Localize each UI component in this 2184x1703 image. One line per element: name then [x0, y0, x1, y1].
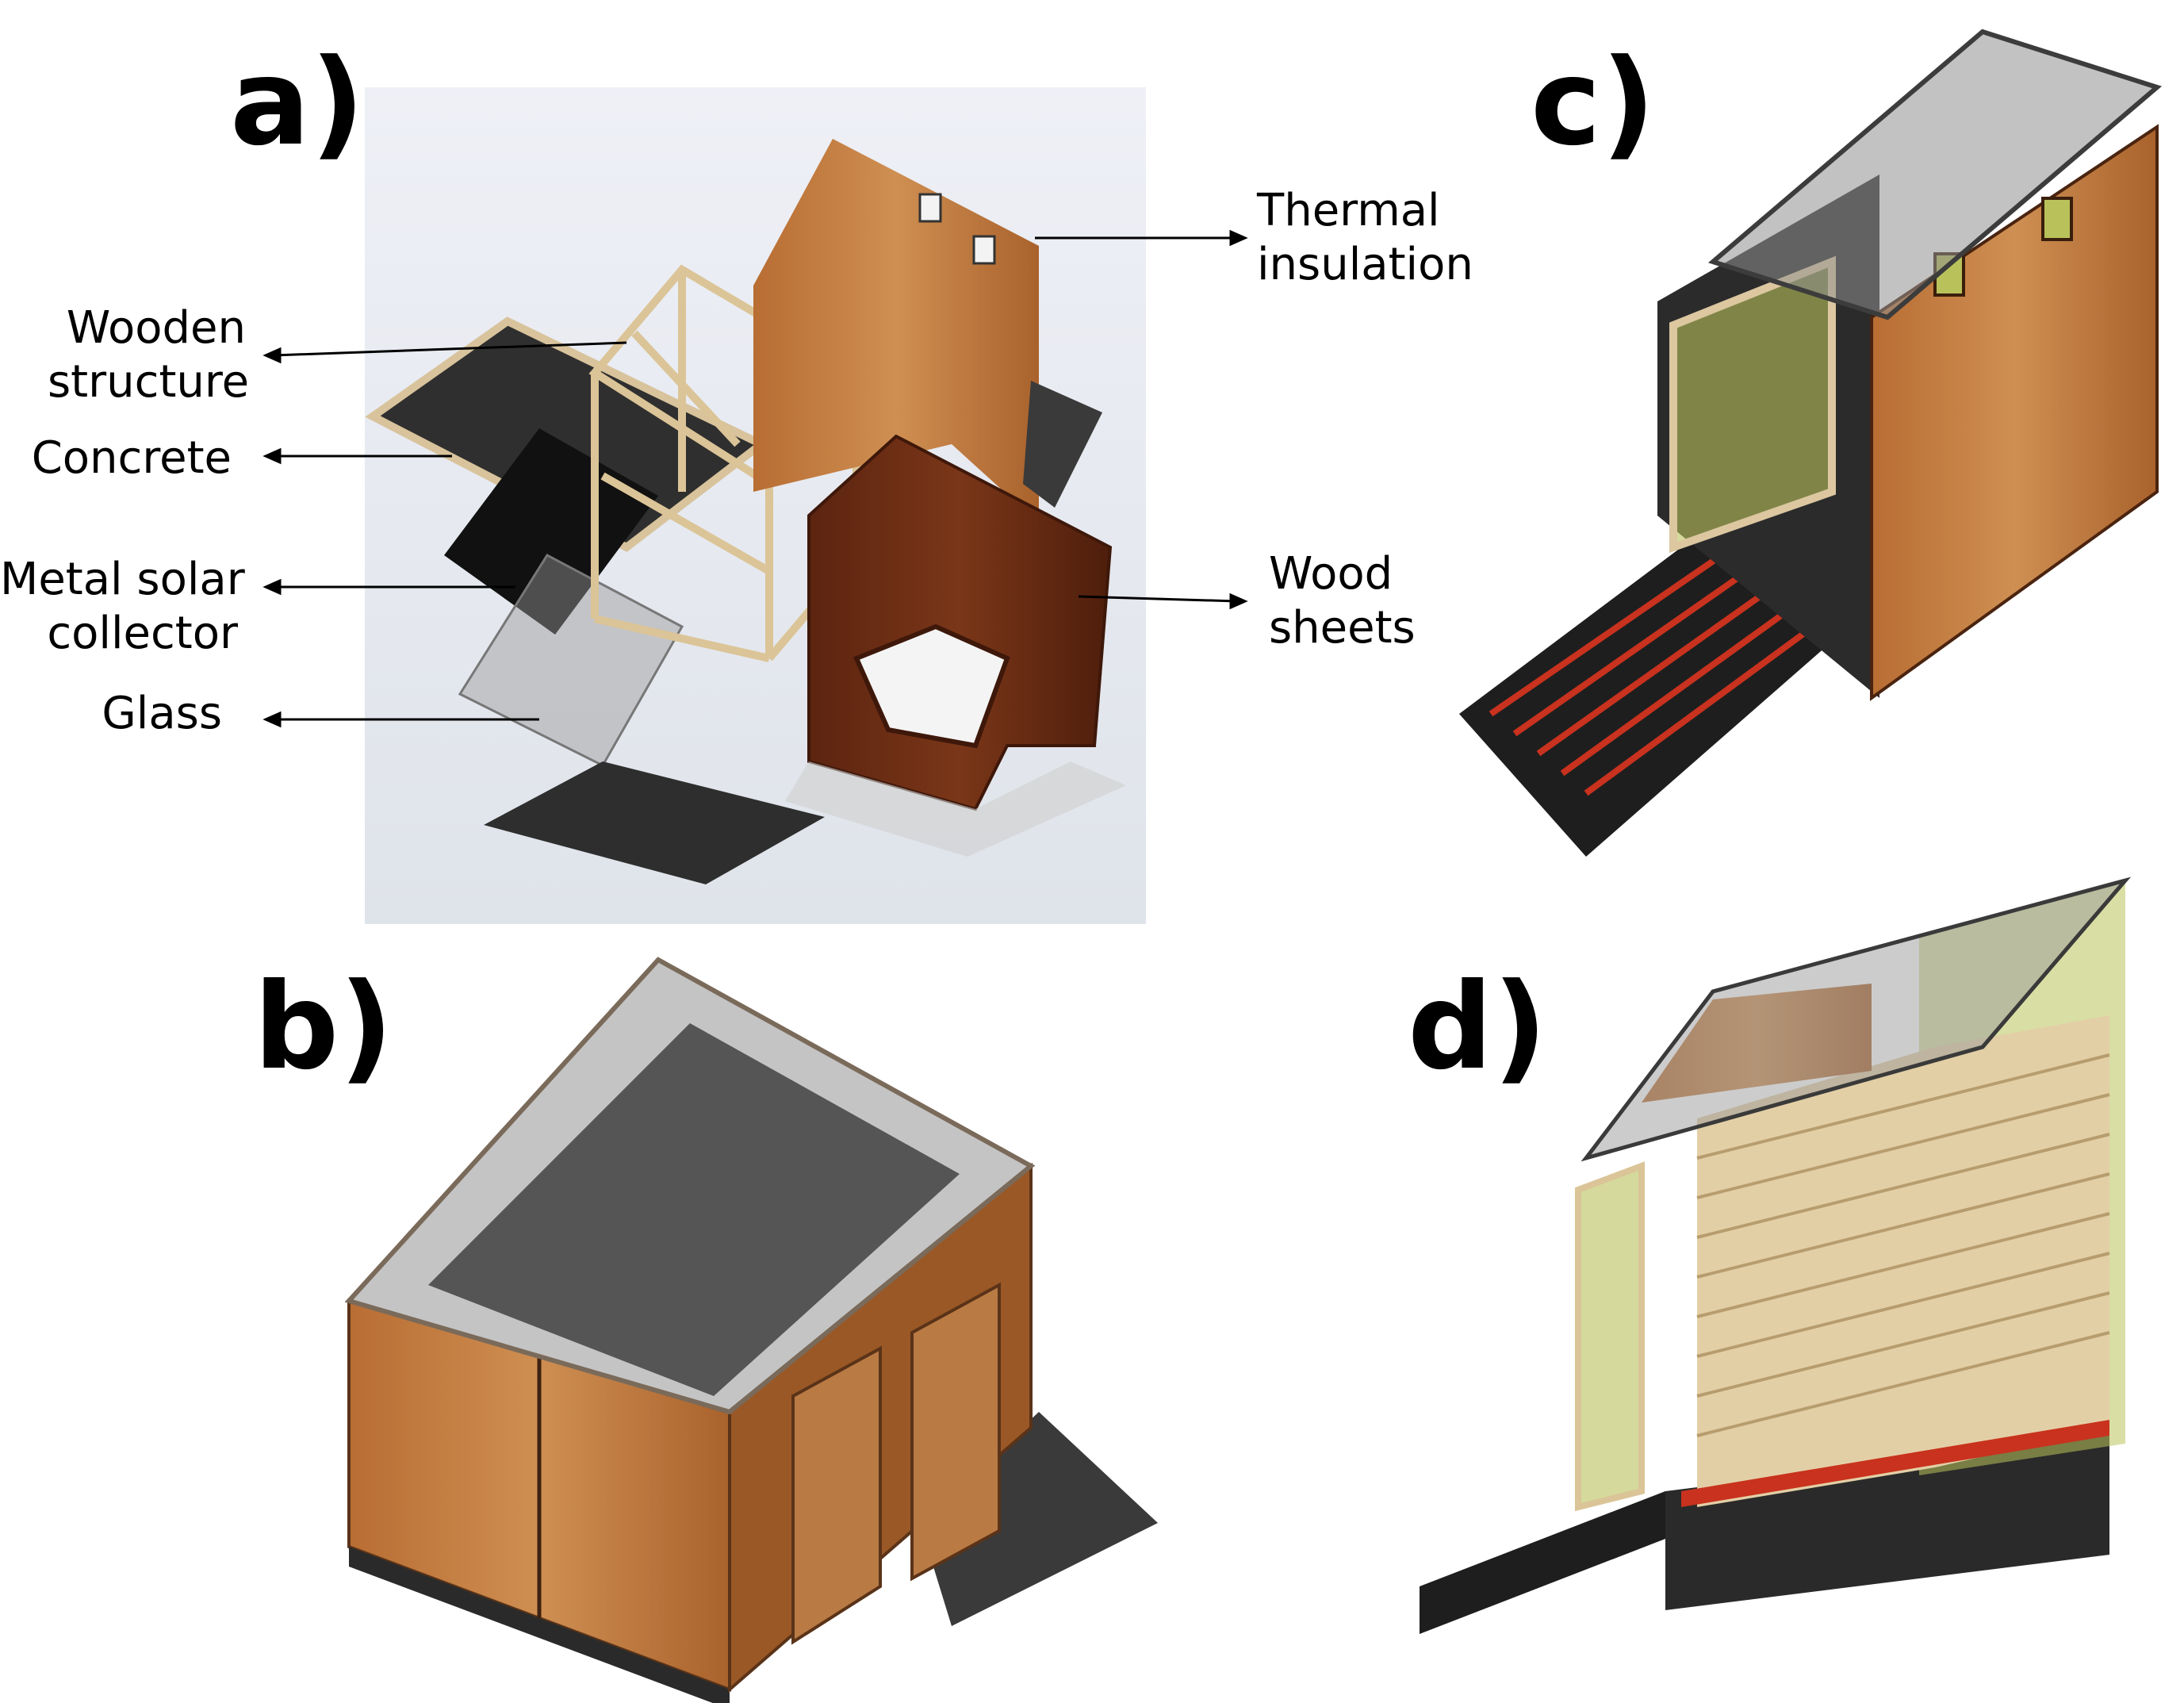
ground-shadow [920, 1412, 1158, 1626]
cutaway-roof-glass [1581, 876, 2132, 1162]
panel-b-assembled-view [344, 957, 1158, 1703]
callout-concrete-line-1: Concrete [31, 432, 232, 484]
tower-roof-glass [1707, 29, 2163, 320]
callout-metal-solar-collector-line-2: collector [47, 608, 238, 659]
callout-metal-solar-collector: Metal solar collector [0, 553, 245, 661]
thermal-insulation-window-2 [972, 235, 996, 265]
door-panel [791, 1345, 882, 1645]
glass-shadow [484, 761, 825, 884]
heater-grid [1681, 1420, 2109, 1507]
panel-label-a: a) [230, 34, 365, 172]
tray-lines [1696, 1053, 2110, 1437]
callout-glass-line-1: Glass [102, 688, 222, 739]
shell-shadow [1023, 381, 1102, 508]
cutaway-left-wall [1575, 1161, 1645, 1512]
inlet-duct [1420, 1491, 1665, 1634]
glass-pane [458, 554, 684, 767]
callout-concrete: Concrete [16, 432, 232, 485]
collector-plate [428, 1023, 960, 1396]
drying-trays-stack [1697, 1015, 2109, 1507]
panel-c-side-view [1459, 29, 2163, 857]
callout-wood-sheets: Wood sheets [1269, 547, 1416, 655]
thermal-insulation-shell [753, 139, 1039, 524]
thermal-insulation-window-1 [918, 193, 942, 223]
callout-wood-sheets-line-2: sheets [1269, 602, 1416, 654]
callout-arrows [262, 229, 1248, 728]
callout-wood-sheets-line-1: Wood [1269, 548, 1393, 600]
callout-wooden-structure: Wooden structure [48, 301, 250, 409]
panel-label-b: b) [254, 958, 393, 1096]
callout-wooden-structure-line-2: structure [48, 356, 250, 408]
door-panel-2 [910, 1282, 1001, 1582]
tower-window-2 [2041, 197, 2073, 241]
panel-label-d: d) [1408, 958, 1547, 1096]
callout-thermal-insulation-line-1: Thermal [1257, 185, 1440, 236]
callout-thermal-insulation-line-2: insulation [1257, 239, 1473, 290]
panel-d-cutaway-view [1420, 876, 2132, 1634]
callout-wooden-structure-line-1: Wooden [66, 302, 246, 354]
wood-sheets-shadow [785, 761, 1126, 857]
heater-tubes [1489, 536, 1826, 796]
wood-sheets-opening [853, 623, 1010, 749]
base-plinth [349, 1547, 730, 1703]
panel-label-c: c) [1531, 34, 1656, 172]
callout-glass: Glass [16, 687, 222, 741]
callout-thermal-insulation: Thermal insulation [1257, 184, 1473, 292]
panel-a-exploded-view [262, 87, 1248, 924]
callout-metal-solar-collector-line-1: Metal solar [0, 554, 245, 605]
